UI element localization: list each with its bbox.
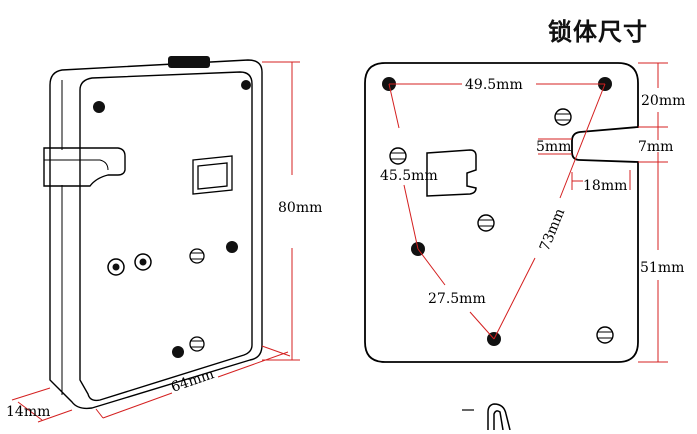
notch-width-line [538, 138, 572, 155]
screw-icon [389, 147, 407, 165]
notch-width-label: 5mm [536, 139, 571, 155]
side-latch [43, 147, 126, 187]
width-dimension-line [95, 345, 291, 419]
side-top-label: 20mm [641, 93, 685, 109]
diag-bottom-label: 27.5mm [428, 291, 486, 307]
side-bottom-label: 51mm [640, 260, 684, 276]
screw-icon [189, 248, 205, 264]
plan-window [426, 149, 477, 197]
lock-body-3d-view: 80mm 64mm 14mm [6, 56, 322, 423]
side-latch-edge [44, 159, 109, 171]
top-spacing-label: 49.5mm [465, 77, 523, 93]
mounting-hole [93, 101, 105, 113]
screw-icon [189, 336, 205, 352]
mounting-hole [172, 346, 184, 358]
side-mid-label: 7mm [638, 139, 673, 155]
diag-bottom-line [417, 248, 495, 340]
lock-body-outline [49, 59, 263, 410]
screw-icon [596, 326, 614, 344]
mounting-hole [226, 241, 238, 253]
height-dimension-label: 80mm [278, 200, 322, 216]
mounting-hole [241, 80, 251, 90]
diag-left-label: 45.5mm [380, 168, 438, 184]
depth-dimension-label: 14mm [6, 404, 50, 420]
diag-left-line [388, 83, 419, 250]
screw-icon [477, 214, 495, 232]
lock-plan-view: 49.5mm 45.5mm 27.5mm 73mm 5mm 18mm 20mm … [364, 62, 685, 363]
lock-body-front-face [79, 71, 253, 402]
plan-outline [364, 62, 639, 363]
ring-hole [107, 258, 125, 276]
partial-hook-shape [487, 403, 511, 431]
top-connector [168, 56, 210, 68]
depth-dimension-line [11, 387, 73, 423]
page-title: 锁体尺寸 [548, 18, 648, 46]
face-window [192, 155, 233, 195]
diag-right-label: 73mm [537, 206, 568, 253]
notch-depth-line [571, 170, 631, 190]
screw-icon [554, 108, 572, 126]
ring-hole [134, 253, 152, 271]
side-dimension-line [638, 62, 668, 363]
height-dimension-line [262, 61, 300, 361]
notch-depth-label: 18mm [583, 178, 627, 194]
diag-right-line [493, 83, 606, 340]
